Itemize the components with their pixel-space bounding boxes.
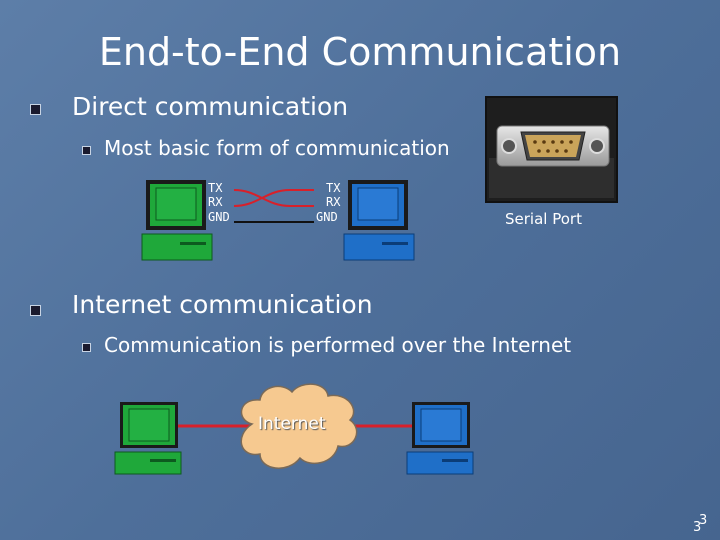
bullet-internet-communication: Internet communication	[72, 290, 373, 319]
sub-bullet-marker	[82, 343, 91, 352]
right-gnd-label: GND	[316, 210, 338, 224]
left-rx-label: RX	[208, 195, 223, 209]
internet-connection-diagram	[114, 383, 474, 475]
slide-title: End-to-End Communication	[98, 30, 622, 74]
page-number: 3	[693, 520, 702, 535]
left-tx-label: TX	[208, 181, 223, 195]
direct-connection-diagram	[141, 180, 415, 261]
sub-bullet-over-internet: Communication is performed over the Inte…	[104, 333, 572, 357]
tx-wire	[233, 189, 314, 207]
right-rx-label: RX	[326, 195, 341, 209]
right-internet-computer-icon	[406, 402, 474, 475]
serial-port-photo	[485, 96, 618, 203]
right-tx-label: TX	[326, 181, 341, 195]
internet-cloud-label: Internet	[258, 414, 326, 434]
internet-cloud-icon	[240, 383, 358, 469]
bullet-marker	[30, 104, 41, 115]
page-number-overlay: 3	[699, 513, 708, 528]
right-computer-icon	[343, 180, 415, 261]
serial-port-label: Serial Port	[505, 210, 582, 228]
rx-wire	[233, 189, 314, 207]
bullet-direct-communication: Direct communication	[72, 92, 349, 121]
bullet-marker	[30, 305, 41, 316]
left-computer-icon	[141, 180, 213, 261]
left-internet-computer-icon	[114, 402, 182, 475]
sub-bullet-basic-form: Most basic form of communication	[104, 136, 450, 160]
left-gnd-label: GND	[208, 210, 230, 224]
sub-bullet-marker	[82, 146, 91, 155]
